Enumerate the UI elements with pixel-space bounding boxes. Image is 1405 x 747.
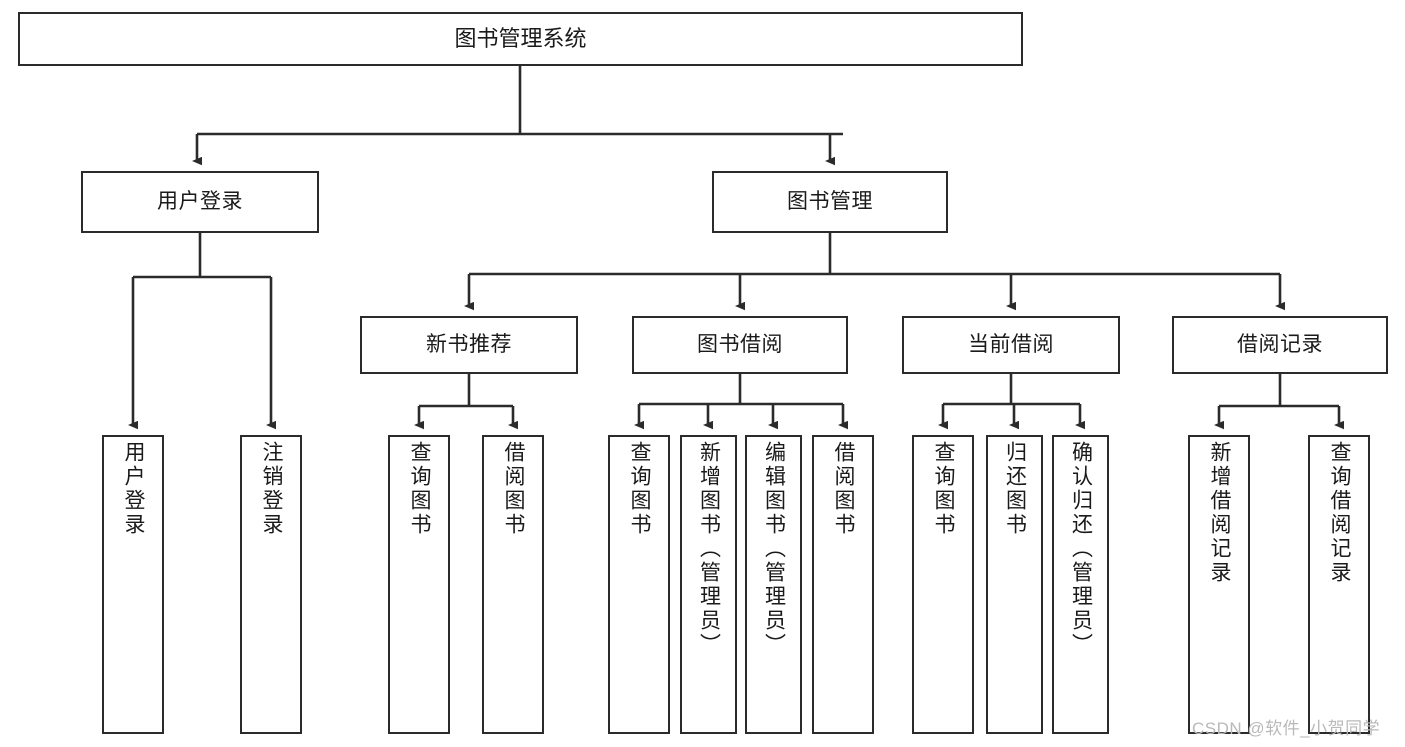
node-leaf-borrow-book-2[interactable]: 借阅图书 xyxy=(812,435,874,734)
node-leaf-query-book-2[interactable]: 查询图书 xyxy=(608,435,670,734)
node-label: 图书管理系统 xyxy=(454,26,587,52)
node-leaf-borrow-book-1[interactable]: 借阅图书 xyxy=(482,435,544,734)
node-label: 图书借阅 xyxy=(697,332,783,356)
node-book-borrow[interactable]: 图书借阅 xyxy=(632,316,848,374)
node-user-login[interactable]: 用户登录 xyxy=(81,171,319,233)
node-label: 用户登录 xyxy=(122,441,146,537)
node-label: 新增图书（管理员） xyxy=(697,441,721,657)
node-book-manage[interactable]: 图书管理 xyxy=(712,171,948,233)
node-leaf-edit-book[interactable]: 编辑图书（管理员） xyxy=(745,435,802,734)
node-label: 注销登录 xyxy=(260,441,284,537)
node-label: 查询图书 xyxy=(932,441,956,537)
node-label: 新书推荐 xyxy=(426,332,512,356)
node-label: 借阅图书 xyxy=(502,441,526,537)
node-label: 查询图书 xyxy=(628,441,652,537)
node-new-book-rec[interactable]: 新书推荐 xyxy=(360,316,578,374)
node-label: 查询图书 xyxy=(408,441,432,537)
node-label: 新增借阅记录 xyxy=(1208,441,1232,585)
node-leaf-user-login[interactable]: 用户登录 xyxy=(102,435,164,734)
node-leaf-return-book[interactable]: 归还图书 xyxy=(986,435,1043,734)
node-label: 归还图书 xyxy=(1003,441,1027,537)
node-label: 编辑图书（管理员） xyxy=(762,441,786,657)
node-leaf-query-book-3[interactable]: 查询图书 xyxy=(912,435,974,734)
node-label: 借阅图书 xyxy=(832,441,856,537)
node-root-system[interactable]: 图书管理系统 xyxy=(18,12,1023,66)
node-leaf-confirm-return[interactable]: 确认归还（管理员） xyxy=(1052,435,1109,734)
node-leaf-query-book-1[interactable]: 查询图书 xyxy=(388,435,450,734)
node-leaf-add-record[interactable]: 新增借阅记录 xyxy=(1188,435,1250,734)
node-borrow-record[interactable]: 借阅记录 xyxy=(1172,316,1388,374)
node-leaf-user-logout[interactable]: 注销登录 xyxy=(240,435,302,734)
node-leaf-query-record[interactable]: 查询借阅记录 xyxy=(1308,435,1370,734)
node-label: 用户登录 xyxy=(157,189,243,213)
node-current-borrow[interactable]: 当前借阅 xyxy=(902,316,1120,374)
node-label: 确认归还（管理员） xyxy=(1069,441,1093,657)
node-label: 查询借阅记录 xyxy=(1328,441,1352,585)
watermark-csdn: CSDN @软件_小贺同学 xyxy=(1192,719,1381,738)
node-label: 当前借阅 xyxy=(968,332,1054,356)
node-label: 借阅记录 xyxy=(1237,332,1323,356)
node-leaf-add-book[interactable]: 新增图书（管理员） xyxy=(680,435,737,734)
node-label: 图书管理 xyxy=(787,189,873,213)
